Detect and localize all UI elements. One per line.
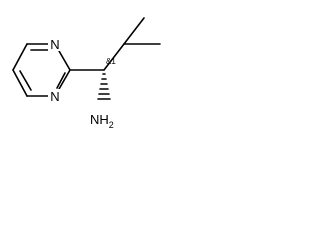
amine-main-text: NH xyxy=(90,112,109,127)
pyrimidine-ring xyxy=(12,43,71,97)
amine-subscript: 2 xyxy=(109,120,114,130)
label-bg xyxy=(48,38,62,51)
ring-double-bond-c5-c4 xyxy=(19,70,32,91)
label-bg xyxy=(48,89,62,102)
molecule-structure-diagram: N N &1 NH2 xyxy=(12,17,161,130)
ring-bond-c6-c5 xyxy=(12,43,28,71)
bond-isopropyl-to-methyl-top xyxy=(123,17,145,45)
ring-double-bond-n3-c2 xyxy=(56,72,66,89)
stereo-descriptor-label: &1 xyxy=(106,57,116,66)
side-chain xyxy=(69,17,161,71)
ring-bond-c5-c4 xyxy=(12,69,28,97)
bond-chiral-to-isopropyl-carbon xyxy=(103,43,125,71)
hashed-wedge-bond xyxy=(97,73,111,100)
amine-label: NH2 xyxy=(90,112,114,130)
ring-nitrogen-bottom-label: N xyxy=(50,89,59,104)
ring-nitrogen-top-label: N xyxy=(50,37,59,52)
